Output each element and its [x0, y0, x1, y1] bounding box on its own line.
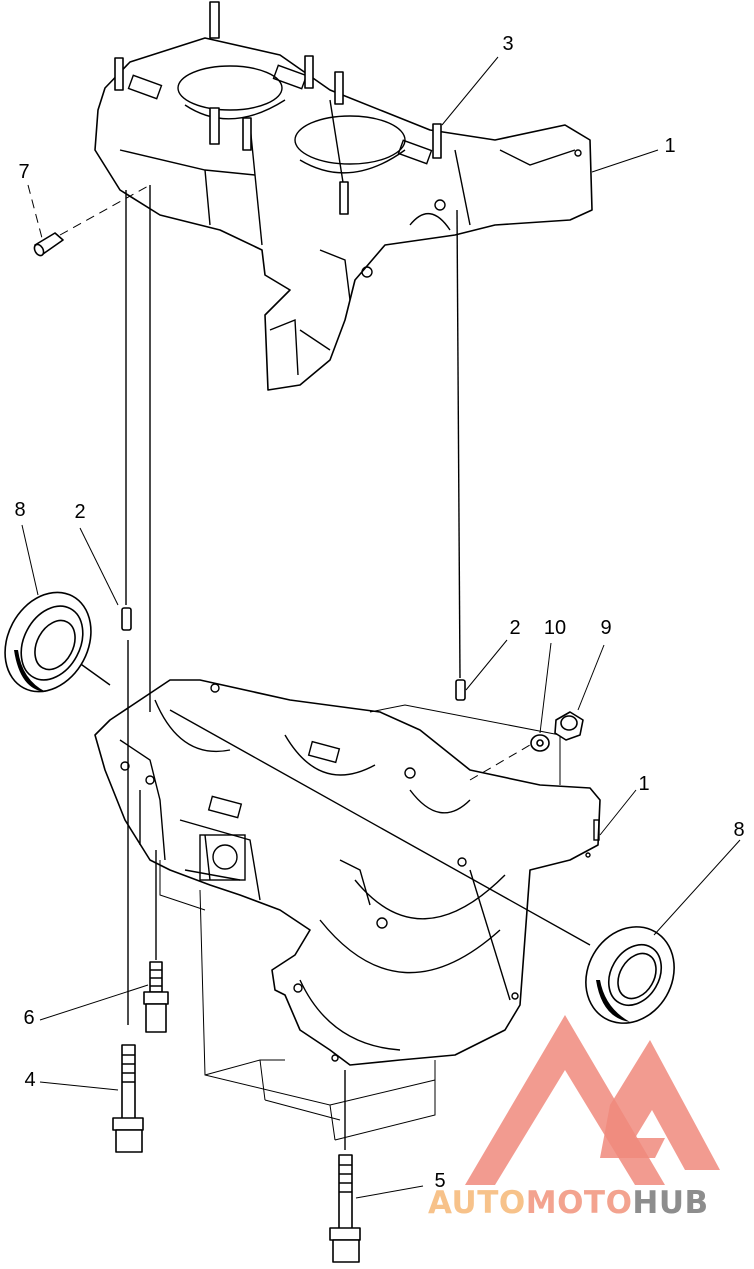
part-8-oil-seal-left — [4, 591, 92, 693]
part-6-bolt — [143, 961, 169, 1033]
callout-4-bolt: 4 — [24, 1069, 36, 1091]
part-2-dowel-pin-right — [455, 679, 466, 701]
upper-crankcase — [94, 1, 593, 391]
callout-5-bolt: 5 — [434, 1170, 446, 1192]
callout-1-upper-crankcase: 1 — [664, 135, 676, 157]
callout-9-bolt: 9 — [600, 617, 612, 639]
part-5-bolt — [329, 1154, 361, 1263]
callout-1-lower-crankcase: 1 — [638, 773, 650, 795]
lower-crankcase — [94, 679, 601, 1066]
part-8-oil-seal-right — [585, 926, 675, 1024]
wordmark-hub: HUB — [632, 1185, 709, 1221]
wordmark-moto: MOTO — [525, 1185, 633, 1221]
part-10-washer — [530, 734, 550, 752]
automotohub-logo — [465, 1015, 720, 1185]
leader-lines — [21, 56, 741, 1199]
callout-10-washer: 10 — [543, 617, 567, 639]
callout-2-dowel-pin-right: 2 — [509, 617, 521, 639]
callout-7-plug: 7 — [18, 161, 30, 183]
part-4-bolt — [112, 1044, 144, 1153]
part-7-plug — [33, 232, 64, 257]
callout-8-oil-seal-left: 8 — [14, 499, 26, 521]
part-9-bolt — [554, 711, 584, 741]
automotohub-wordmark: AUTOMOTOHUB — [428, 1188, 709, 1219]
part-2-dowel-pin-left — [121, 607, 132, 631]
callout-6-bolt: 6 — [23, 1007, 35, 1029]
phantom-outline — [159, 704, 561, 1141]
cylinder-studs — [114, 1, 442, 215]
assembly-centerlines — [59, 184, 591, 1150]
callout-2-dowel-pin-left: 2 — [74, 501, 86, 523]
callout-3-stud: 3 — [502, 33, 514, 55]
callout-8-oil-seal-right: 8 — [733, 819, 745, 841]
wordmark-auto: AUTO — [428, 1185, 526, 1221]
